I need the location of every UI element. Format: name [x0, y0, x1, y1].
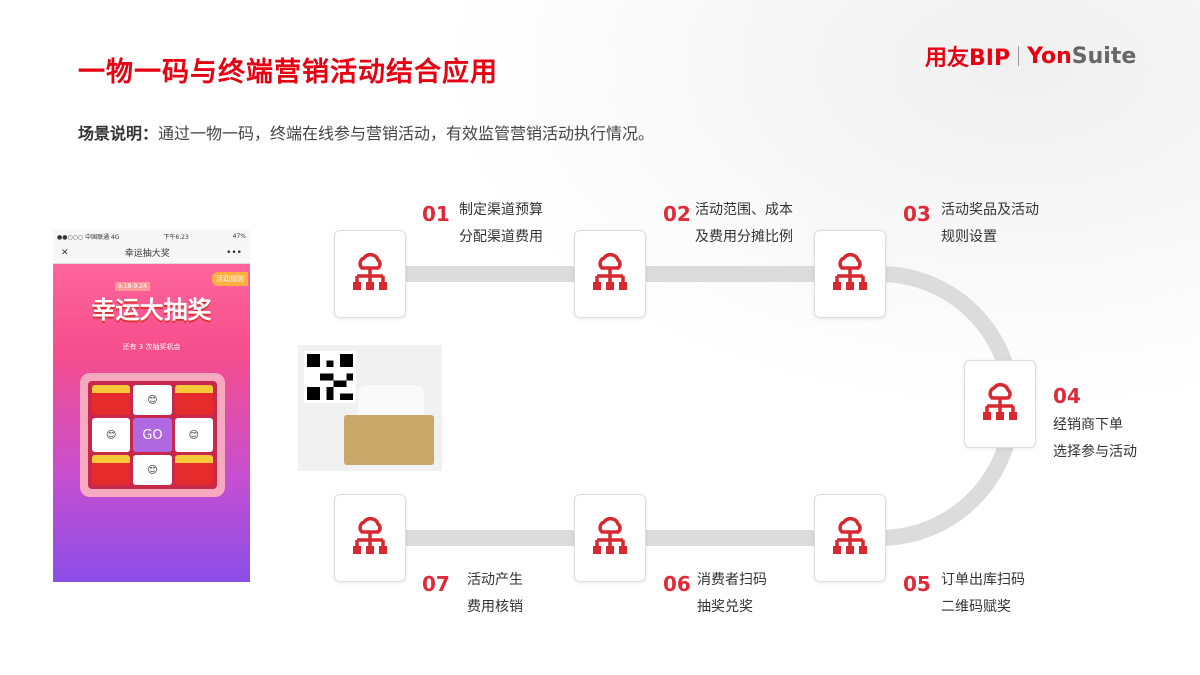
step-box-4: [964, 360, 1036, 448]
page-title: 一物一码与终端营销活动结合应用: [78, 57, 498, 88]
logo-yon: Yon: [1027, 43, 1072, 69]
more-icon: •••: [226, 247, 242, 258]
step-number: 02: [663, 202, 691, 226]
logo-brand-bip: 用友BIP: [925, 46, 1011, 71]
step-text: 消费者扫码抽奖兑奖: [697, 572, 767, 615]
scene-text: 通过一物一码，终端在线参与营销活动，有效监管营销活动执行情况。: [158, 124, 655, 143]
step-text: 活动奖品及活动规则设置: [941, 202, 1039, 245]
go-button: GO: [133, 418, 172, 452]
cloud-network-icon: [982, 382, 1018, 426]
step-text: 制定渠道预算分配渠道费用: [459, 202, 543, 245]
product-image: [298, 345, 442, 471]
cloud-network-icon: [832, 252, 868, 296]
step-text: 活动产生费用核销: [467, 572, 523, 615]
cloud-network-icon: [352, 252, 388, 296]
logo: 用友BIP YonSuite: [925, 40, 1136, 72]
scene-label: 场景说明：: [78, 124, 159, 143]
date-tag: 9.18-9.24: [115, 282, 150, 291]
step-number: 07: [422, 572, 450, 596]
scene-description: 场景说明：通过一物一码，终端在线参与营销活动，有效监管营销活动执行情况。: [78, 120, 654, 144]
close-icon: ✕: [61, 247, 69, 258]
step-number: 05: [903, 572, 931, 596]
step-box-1: [334, 230, 406, 318]
step-text: 订单出库扫码二维码赋奖: [941, 572, 1025, 615]
step-text: 活动范围、成本及费用分摊比例: [695, 202, 793, 245]
step-box-3: [814, 230, 886, 318]
step-number: 06: [663, 572, 691, 596]
step-box-6: [574, 494, 646, 582]
chance-text: 还有 3 次抽奖机会: [122, 343, 181, 351]
banner-title: 幸运大抽奖: [91, 296, 212, 324]
step-number: 04: [1053, 384, 1081, 408]
step-box-2: [574, 230, 646, 318]
cloud-network-icon: [832, 516, 868, 560]
cloud-network-icon: [592, 252, 628, 296]
lottery-grid: 😊 😊GO😊 😊: [80, 373, 225, 497]
step-box-5: [814, 494, 886, 582]
cloud-network-icon: [352, 516, 388, 560]
step-number: 01: [422, 202, 450, 226]
qr-code-icon: [304, 351, 356, 403]
phone-nav: ✕幸运抽大奖•••: [53, 242, 250, 264]
logo-suite: Suite: [1071, 43, 1137, 69]
step-number: 03: [903, 202, 931, 226]
rules-tag: 活动规则: [212, 272, 248, 286]
step-text: 经销商下单选择参与活动: [1053, 417, 1137, 460]
cloud-network-icon: [592, 516, 628, 560]
step-box-7: [334, 494, 406, 582]
